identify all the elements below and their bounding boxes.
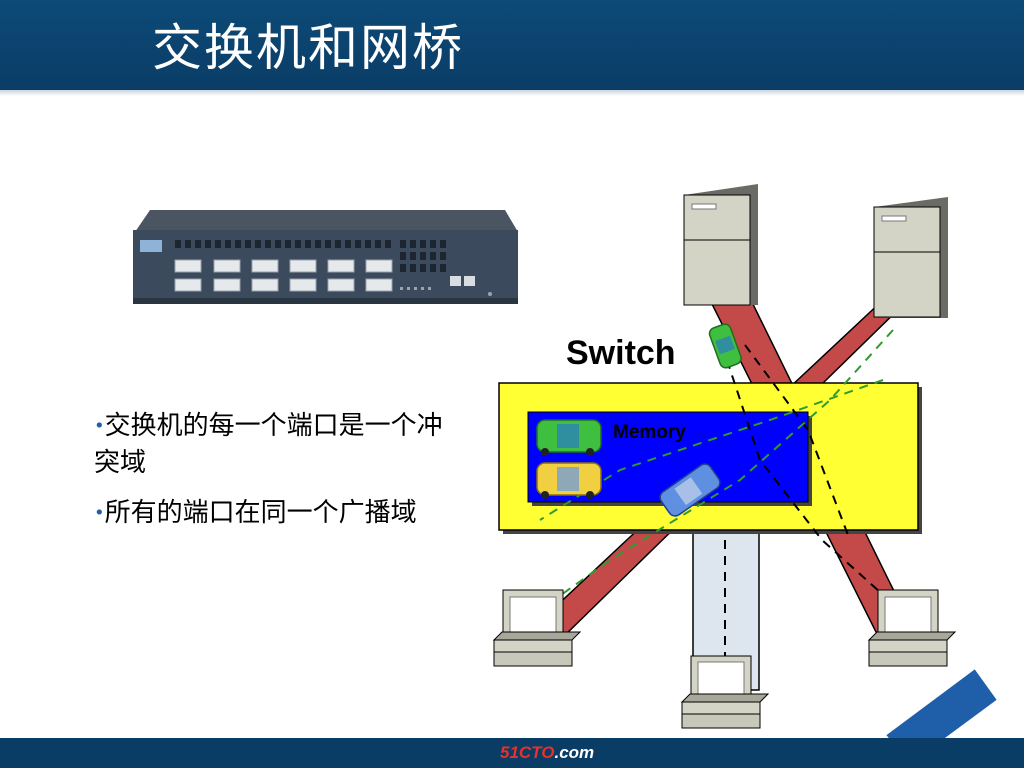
bullet-list: •交换机的每一个端口是一个冲突域 •所有的端口在同一个广播域 bbox=[94, 408, 454, 545]
pc-right bbox=[867, 589, 957, 667]
car-blue bbox=[659, 463, 721, 517]
server-left bbox=[683, 184, 758, 306]
bullet-text: 交换机的每一个端口是一个冲突域 bbox=[94, 411, 443, 478]
server-right bbox=[873, 197, 948, 318]
car-green bbox=[536, 419, 602, 456]
memory-label: Memory bbox=[613, 422, 686, 443]
title-bar bbox=[0, 0, 1024, 90]
car-yellow bbox=[536, 462, 602, 499]
car-green-small bbox=[708, 323, 742, 369]
footer-logo-suffix: .com bbox=[554, 743, 595, 762]
bullet-dot-icon: • bbox=[94, 502, 105, 523]
switch-label: Switch bbox=[566, 334, 676, 372]
switch-hardware-image bbox=[133, 210, 518, 304]
pc-bottom bbox=[680, 655, 770, 729]
bullet-dot-icon: • bbox=[94, 415, 105, 437]
footer-bar bbox=[0, 738, 1024, 768]
bullet-text: 所有的端口在同一个广播域 bbox=[104, 497, 417, 528]
bullet-item: •交换机的每一个端口是一个冲突域 bbox=[94, 408, 454, 481]
footer-logo: 51CTO.com bbox=[500, 743, 594, 763]
pc-left bbox=[492, 589, 582, 667]
slide-title: 交换机和网桥 bbox=[152, 19, 464, 77]
title-bar-shadow bbox=[0, 90, 1024, 96]
footer-logo-main: 51CTO bbox=[500, 743, 555, 762]
bullet-item: •所有的端口在同一个广播域 bbox=[94, 495, 454, 532]
